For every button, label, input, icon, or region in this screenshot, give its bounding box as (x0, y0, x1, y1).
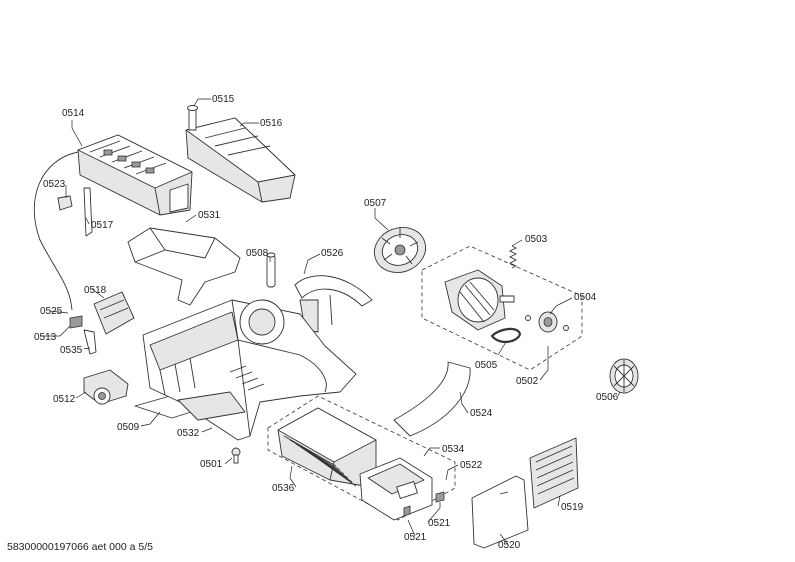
label-0536: 0536 (272, 483, 295, 494)
part-0506-fan-wheel[interactable] (609, 358, 639, 394)
part-0523-clip[interactable] (57, 195, 73, 211)
part-0508-sensor[interactable] (266, 252, 276, 288)
leader-lines (40, 98, 621, 545)
label-0532: 0532 (177, 428, 200, 439)
label-0514: 0514 (62, 108, 85, 119)
part-0525-hose[interactable] (33, 151, 79, 311)
label-0501: 0501 (200, 459, 223, 470)
label-0509: 0509 (117, 422, 140, 433)
label-0521-upper: 0521 (428, 518, 451, 529)
part-0532-base-housing[interactable] (142, 299, 357, 441)
part-0503-spring[interactable] (508, 245, 518, 269)
part-0505-belt[interactable] (490, 327, 522, 343)
label-0516: 0516 (260, 118, 283, 129)
part-0501-screw[interactable] (231, 447, 241, 464)
label-0525: 0525 (40, 306, 63, 317)
part-0512-pump[interactable] (83, 369, 129, 405)
part-0515-nozzle[interactable] (187, 105, 198, 131)
document-footer-code: 58300000197066 aet 000 a 5/5 (7, 541, 153, 553)
part-0518-filter-block[interactable] (93, 291, 135, 335)
label-0508: 0508 (246, 248, 269, 259)
part-0520-cover[interactable] (471, 475, 529, 549)
label-0526: 0526 (321, 248, 344, 259)
part-0513-connector[interactable] (69, 315, 83, 329)
label-0505: 0505 (475, 360, 498, 371)
part-0521-clip-b[interactable] (403, 505, 411, 517)
label-0534: 0534 (442, 444, 465, 455)
label-0517: 0517 (91, 220, 114, 231)
part-0519-grille[interactable] (529, 437, 579, 509)
part-0524-seal[interactable] (393, 361, 471, 437)
label-0504: 0504 (574, 292, 597, 303)
part-0507-fan-wheel[interactable] (368, 220, 432, 279)
part-0502-motor[interactable] (444, 269, 515, 331)
label-0518: 0518 (84, 285, 107, 296)
label-0521-lower: 0521 (404, 532, 427, 543)
part-0514-condensate-container[interactable] (77, 134, 193, 216)
label-0535: 0535 (60, 345, 83, 356)
part-0535-hose[interactable] (83, 329, 97, 355)
label-0531: 0531 (198, 210, 221, 221)
part-0522-filter-frame[interactable] (359, 457, 433, 521)
label-0513: 0513 (34, 332, 57, 343)
part-0536-heat-exchanger[interactable] (277, 407, 377, 489)
label-0520: 0520 (498, 540, 521, 551)
label-0523: 0523 (43, 179, 66, 190)
label-0524: 0524 (470, 408, 493, 419)
label-0519: 0519 (561, 502, 584, 513)
label-0515: 0515 (212, 94, 235, 105)
label-0502: 0502 (516, 376, 539, 387)
part-0534-group-outline (267, 395, 456, 521)
part-0517-hose[interactable] (83, 187, 93, 237)
label-0503: 0503 (525, 234, 548, 245)
part-0521-clip-a[interactable] (435, 491, 445, 503)
part-0516-container-lid[interactable] (185, 117, 296, 203)
label-0522: 0522 (460, 460, 483, 471)
part-0504-pulley[interactable] (525, 311, 569, 333)
part-0531-air-duct[interactable] (127, 227, 241, 306)
label-0506: 0506 (596, 392, 619, 403)
label-0512: 0512 (53, 394, 76, 405)
label-0507: 0507 (364, 198, 387, 209)
